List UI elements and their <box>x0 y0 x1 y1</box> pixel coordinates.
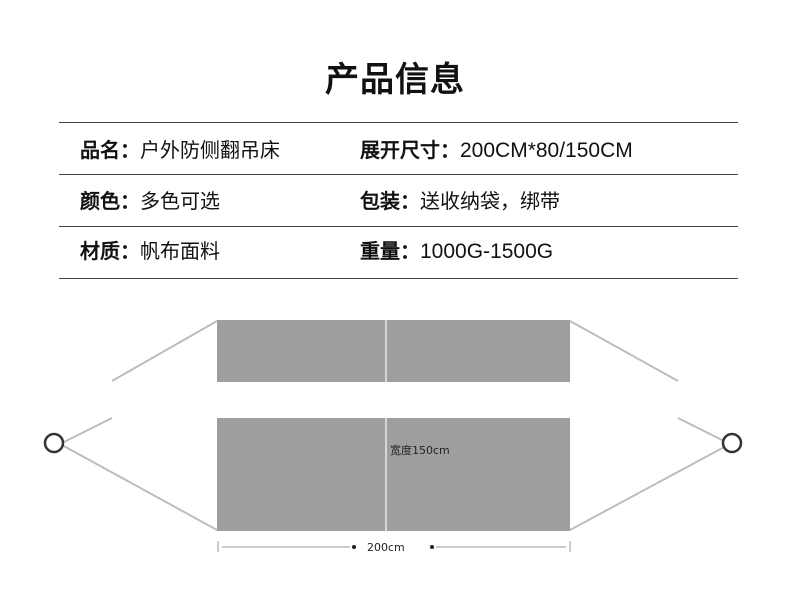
ring-left-icon <box>43 432 65 454</box>
table-rule-bottom <box>59 278 738 279</box>
rope-top-right <box>569 320 679 382</box>
spec-label: 重量： <box>360 239 420 263</box>
spec-label: 展开尺寸： <box>360 138 460 162</box>
table-rule-top <box>59 122 738 123</box>
spec-value: 送收纳袋，绑带 <box>420 189 560 213</box>
spec-label: 品名： <box>80 138 140 162</box>
length-dot-left <box>352 545 356 549</box>
spec-label: 包装： <box>360 189 420 213</box>
spec-value: 1000G-1500G <box>420 240 554 263</box>
spec-value: 多色可选 <box>140 189 220 213</box>
spec-weight: 重量：1000G-1500G <box>360 239 553 264</box>
spec-color: 颜色：多色可选 <box>80 189 220 213</box>
rope-mid-right <box>677 417 729 444</box>
hammock-fabric-lower <box>217 418 570 531</box>
rope-bottom-right <box>569 444 729 531</box>
width-label: 宽度150cm <box>390 443 450 457</box>
length-label: 200cm <box>367 541 405 554</box>
rope-top-left <box>111 320 218 382</box>
spec-material: 材质：帆布面料 <box>80 239 220 263</box>
spec-label: 材质： <box>80 239 140 263</box>
ring-right-icon <box>721 432 743 454</box>
spec-value: 200CM*80/150CM <box>460 139 633 162</box>
spec-name: 品名：户外防侧翻吊床 <box>80 138 280 162</box>
rope-bottom-left <box>61 444 218 531</box>
rope-mid-left <box>61 417 113 444</box>
table-rule-2 <box>59 226 738 227</box>
hammock-fabric-upper <box>217 320 570 382</box>
spec-package: 包装：送收纳袋，绑带 <box>360 189 560 213</box>
spec-label: 颜色： <box>80 189 140 213</box>
spec-value: 帆布面料 <box>140 239 220 263</box>
spec-size: 展开尺寸：200CM*80/150CM <box>360 138 633 163</box>
spec-value: 户外防侧翻吊床 <box>140 138 280 162</box>
length-dot-right <box>430 545 434 549</box>
table-rule-1 <box>59 174 738 175</box>
page-title: 产品信息 <box>325 60 465 100</box>
